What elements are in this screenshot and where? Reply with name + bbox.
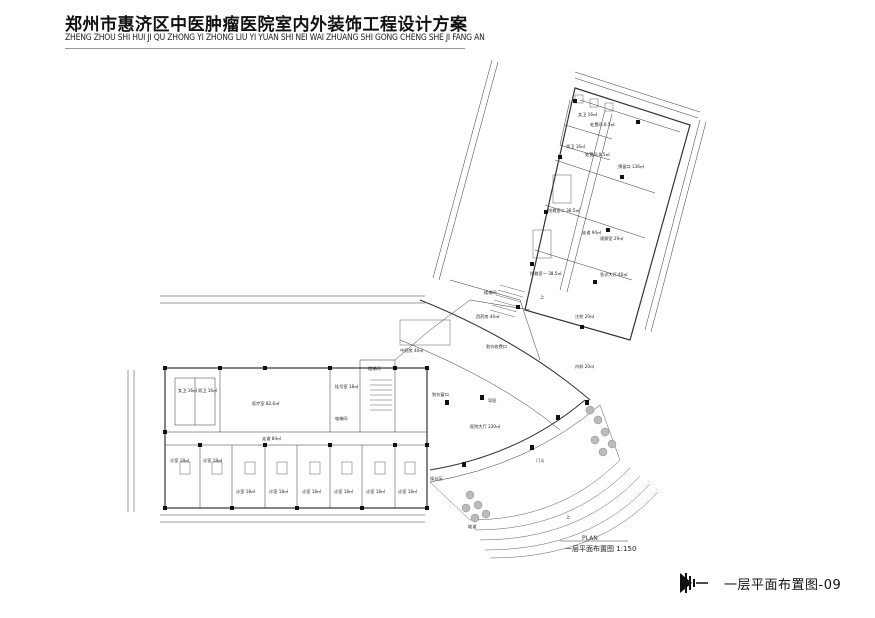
room-label: 上 bbox=[540, 293, 544, 299]
room-label: 西药房 40㎡ bbox=[476, 313, 500, 320]
sheet-title-block: 一层平面布置图-09 bbox=[678, 571, 841, 595]
sheet-marker-icon bbox=[680, 573, 708, 593]
drawing-title: 郑州市惠济区中医肿瘤医院室内外装饰工程设计方案 bbox=[65, 15, 468, 35]
drawing-title-pinyin: ZHENG ZHOU SHI HUI JI QU ZHONG YI ZHONG … bbox=[65, 33, 485, 43]
sheet-title: 一层平面布置图-09 bbox=[724, 577, 842, 593]
room-label: 急诊大厅 40㎡ bbox=[600, 271, 628, 278]
room-label: 导医 bbox=[488, 398, 496, 403]
room-label: 候诊区 bbox=[430, 475, 443, 482]
room-label: 医疗室 82.6㎡ bbox=[252, 400, 280, 407]
room-label: 诊室 18㎡ bbox=[269, 488, 289, 495]
title-underline bbox=[65, 48, 465, 49]
room-label: 楼梯间 bbox=[368, 365, 381, 372]
room-label: 楼梯间 bbox=[484, 289, 497, 296]
room-label: 注射 20㎡ bbox=[575, 313, 595, 320]
room-label: 划价收费口 bbox=[486, 343, 507, 350]
room-label: 内科 20㎡ bbox=[575, 363, 595, 370]
room-label: 男卫 16㎡ bbox=[566, 143, 586, 150]
room-label: 诊室 18㎡ bbox=[334, 488, 354, 495]
room-label: 诊室 18㎡ bbox=[366, 488, 386, 495]
room-label: 预留口 136㎡ bbox=[618, 163, 645, 170]
room-label: 划价窗口 bbox=[432, 391, 449, 398]
room-label: 处置间 8.5㎡ bbox=[590, 121, 616, 128]
room-label: 女卫 16㎡ bbox=[578, 111, 598, 118]
room-label: 处置间 8.5㎡ bbox=[585, 151, 611, 158]
room-label: 走道 84㎡ bbox=[262, 435, 282, 442]
room-label: 抢救室二 38.5㎡ bbox=[548, 207, 580, 214]
room-label: 诊室 18㎡ bbox=[302, 488, 322, 495]
plan-label-cn: 一层平面布置图 1:150 bbox=[565, 545, 637, 553]
room-label: 医院大厅 230㎡ bbox=[470, 423, 501, 430]
room-label: 坡道 bbox=[468, 523, 477, 530]
room-label: 男卫 16㎡ bbox=[198, 387, 218, 394]
room-label: 诊室 18㎡ bbox=[203, 457, 223, 464]
room-label: 女卫 16㎡ bbox=[178, 387, 198, 394]
room-label: 走道 94㎡ bbox=[582, 229, 602, 236]
room-label: 挂号室 18㎡ bbox=[335, 383, 359, 390]
room-label: 诊室 18㎡ bbox=[236, 488, 256, 495]
room-label: 观察室 29㎡ bbox=[600, 235, 624, 242]
room-label: 门斗 bbox=[536, 457, 544, 464]
room-label: 诊室 18㎡ bbox=[398, 488, 418, 495]
room-label: 抢救室一 38.5㎡ bbox=[530, 270, 562, 277]
room-label: 诊室 18㎡ bbox=[170, 457, 190, 464]
plan-label-en: PLAN bbox=[582, 535, 598, 542]
room-label: 电梯间 bbox=[335, 415, 348, 422]
room-label: 中药房 40㎡ bbox=[400, 347, 424, 354]
room-label: 上 bbox=[566, 513, 570, 519]
